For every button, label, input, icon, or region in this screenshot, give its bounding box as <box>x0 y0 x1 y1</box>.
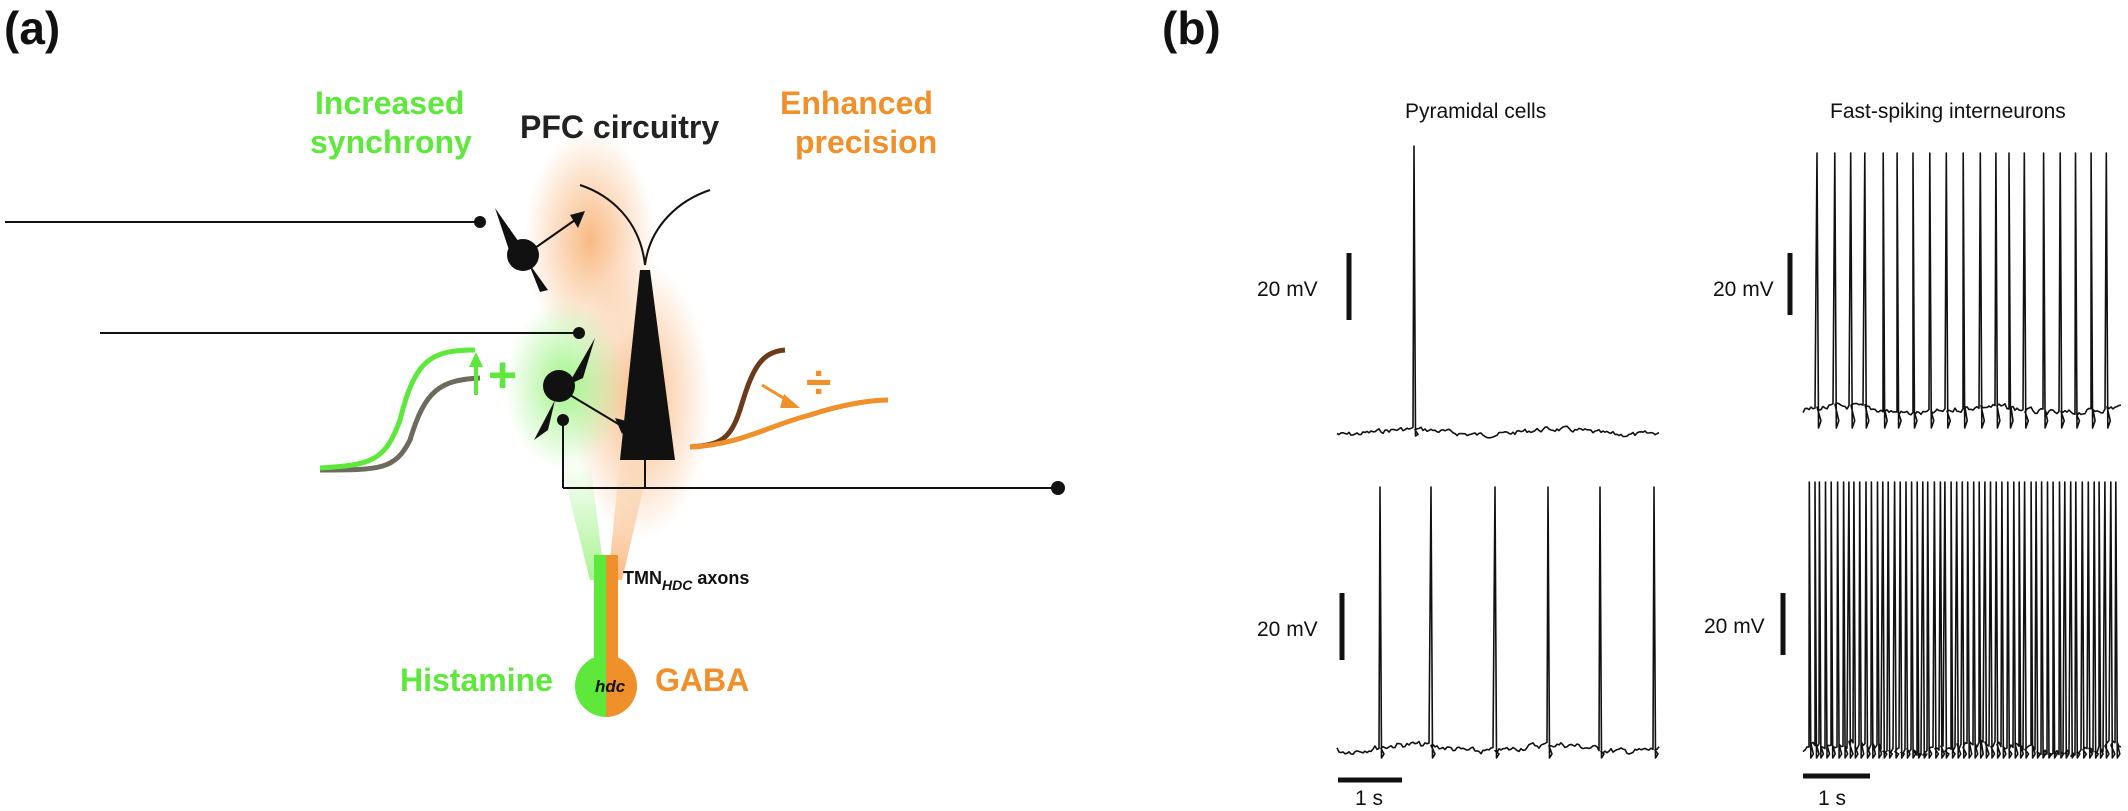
histamine-label: Histamine <box>400 662 553 698</box>
precision-curve-orange <box>689 397 889 450</box>
hdc-soma-orange <box>606 655 637 717</box>
synapse-triangle-upper <box>570 211 585 228</box>
tmn-axon: hdc <box>575 555 637 717</box>
time-label-2: 1 s <box>1818 787 1846 810</box>
panel-b-label: (b) <box>1162 2 1221 54</box>
output-terminal <box>1051 481 1065 495</box>
trace-fast-spiking-top <box>1802 152 2122 429</box>
gaba-label: GABA <box>655 662 749 698</box>
tmn-axons-label: TMNHDC axons <box>623 568 749 593</box>
pfc-circuitry-label: PFC circuitry <box>520 109 719 145</box>
voltage-label-2: 20 mV <box>1713 278 1774 301</box>
input-terminal-2 <box>573 327 585 339</box>
down-arrow-icon <box>780 394 800 408</box>
interneuron-lower <box>534 338 1065 495</box>
panel-b: (b) Pyramidal cells Fast-spiking interne… <box>1162 2 2122 810</box>
panel-a: (a) <box>4 2 1065 717</box>
enhanced-curve-green <box>319 347 476 471</box>
input-terminal-1 <box>474 216 486 228</box>
fast-spiking-title: Fast-spiking interneurons <box>1830 100 2066 123</box>
voltage-label-3: 20 mV <box>1257 618 1318 641</box>
plus-sign: + <box>488 347 517 403</box>
orange-beam <box>608 460 650 580</box>
trace-pyramidal-bottom <box>1336 486 1660 759</box>
trace-pyramidal-top <box>1336 145 1660 439</box>
trace-fast-spiking-bottom <box>1802 481 2122 759</box>
baseline-curve-gray <box>319 375 481 473</box>
synchrony-curves: + <box>319 347 517 473</box>
green-beam <box>560 460 605 580</box>
hdc-label: hdc <box>595 677 626 696</box>
increased-synchrony-label: Increased synchrony <box>310 85 473 160</box>
pyramidal-cells-title: Pyramidal cells <box>1405 100 1546 123</box>
voltage-label-4: 20 mV <box>1704 615 1765 638</box>
enhanced-precision-label: Enhanced precision <box>780 85 942 160</box>
divide-sign: ÷ <box>806 356 831 408</box>
panel-a-label: (a) <box>4 2 60 54</box>
time-label-1: 1 s <box>1355 787 1383 810</box>
voltage-label-1: 20 mV <box>1257 278 1318 301</box>
hdc-soma-green <box>575 655 606 717</box>
interneuron-upper <box>495 208 585 292</box>
precision-curves: ÷ <box>689 347 889 450</box>
pyramidal-neuron <box>579 184 711 488</box>
up-arrow-icon <box>469 352 483 367</box>
